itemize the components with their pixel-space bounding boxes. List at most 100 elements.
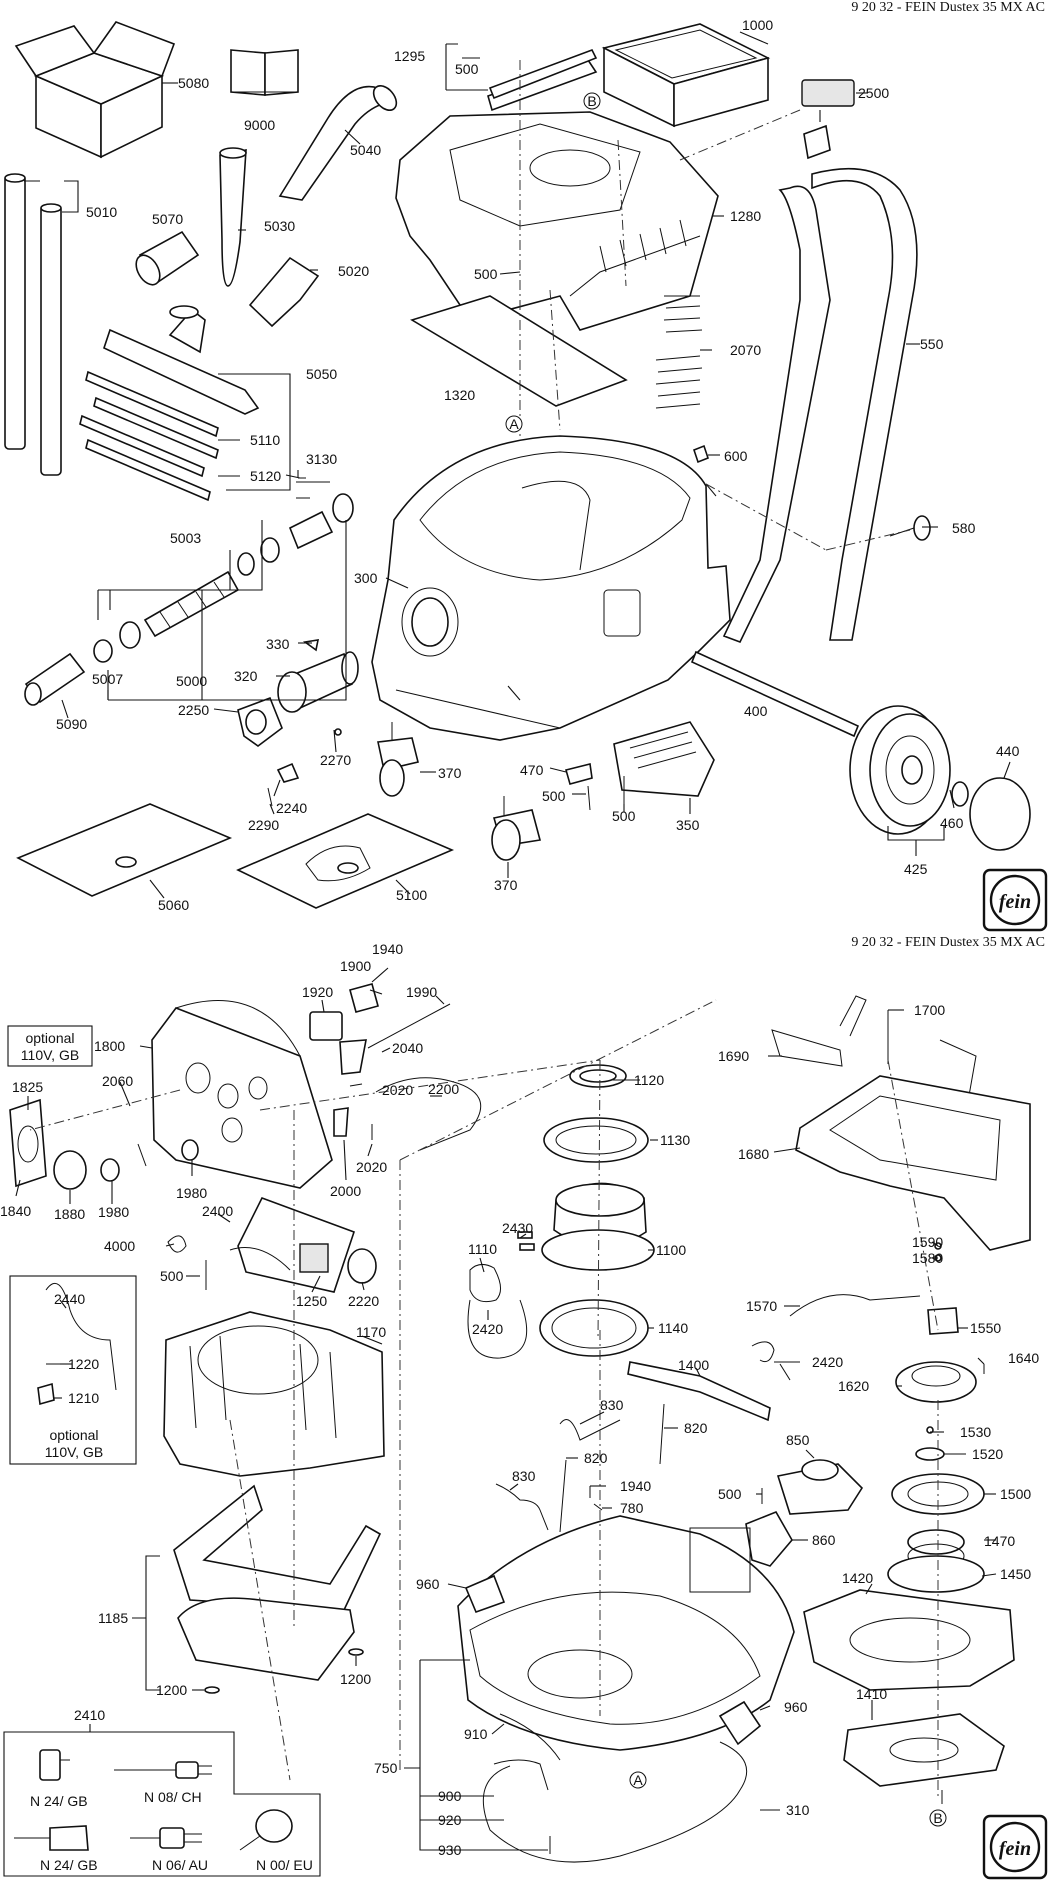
label-910: 910 (464, 1726, 488, 1742)
header-top: 9 20 32 - FEIN Dustex 35 MX AC (851, 0, 1045, 15)
label-5010: 5010 (86, 204, 117, 220)
label-1470: 1470 (984, 1533, 1015, 1549)
fein-logo-bottom: fein (982, 1814, 1048, 1880)
label-1590: 1590 (912, 1234, 943, 1250)
label-1920: 1920 (302, 984, 333, 1000)
label-2020-b: 2020 (356, 1159, 387, 1175)
label-1100: 1100 (656, 1242, 686, 1258)
label-5030: 5030 (264, 218, 295, 234)
optional-cable-kit-box (9, 1275, 137, 1465)
leader-lines (15, 31, 1011, 1851)
label-1200-a: 1200 (156, 1682, 187, 1698)
mains-plugs-drawing (14, 1749, 293, 1851)
electronics-board-drawing (167, 1197, 377, 1293)
label-830-a: 830 (600, 1397, 624, 1413)
switch-components-drawing (309, 983, 482, 1151)
label-1280: 1280 (730, 208, 761, 224)
label-1130: 1130 (660, 1132, 690, 1148)
label-425: 425 (904, 861, 928, 877)
label-2400: 2400 (202, 1203, 233, 1219)
label-820-b: 820 (584, 1450, 608, 1466)
label-1980-b: 1980 (98, 1204, 129, 1220)
label-820-a: 820 (684, 1420, 708, 1436)
label-370-b: 370 (494, 877, 518, 893)
latch-and-tray-drawing (565, 721, 715, 811)
switch-knob-drawing (9, 1098, 199, 1190)
label-1550: 1550 (970, 1320, 1001, 1336)
label-2000: 2000 (330, 1183, 361, 1199)
label-1400: 1400 (678, 1357, 709, 1373)
label-1690: 1690 (718, 1048, 749, 1064)
label-2500: 2500 (858, 85, 889, 101)
label-920: 920 (438, 1812, 462, 1828)
label-500-e: 500 (160, 1268, 184, 1284)
label-780: 780 (620, 1500, 644, 1516)
label-2430: 2430 (502, 1220, 533, 1236)
label-2290: 2290 (248, 817, 279, 833)
label-1420: 1420 (842, 1570, 873, 1586)
label-930: 930 (438, 1842, 462, 1858)
baffle-plate-drawing (410, 295, 628, 407)
label-2070: 2070 (730, 342, 761, 358)
label-1990: 1990 (406, 984, 437, 1000)
motor-housing-drawing (163, 1311, 385, 1477)
plug-label-n06-au: N 06/ AU (152, 1857, 208, 1873)
top-housing-drawing (395, 48, 719, 331)
label-1000: 1000 (742, 17, 773, 33)
label-5050: 5050 (306, 366, 337, 382)
label-1450: 1450 (1000, 1566, 1031, 1582)
marker-a-top: A (505, 415, 523, 433)
assembly-center-lines (29, 60, 939, 1800)
label-1210: 1210 (68, 1390, 99, 1406)
label-830-b: 830 (512, 1468, 536, 1484)
label-1170: 1170 (356, 1324, 386, 1340)
label-500-b: 500 (474, 266, 498, 282)
label-370-a: 370 (438, 765, 462, 781)
marker-a-bottom: A (629, 1771, 647, 1789)
label-400: 400 (744, 703, 768, 719)
label-1940-a: 1940 (372, 941, 403, 957)
label-1110: 1110 (468, 1241, 497, 1257)
label-320: 320 (234, 668, 258, 684)
label-470: 470 (520, 762, 544, 778)
svg-text:fein: fein (999, 1838, 1031, 1860)
label-2410: 2410 (74, 1707, 105, 1723)
label-960-a: 960 (416, 1576, 440, 1592)
plug-label-n08-ch: N 08/ CH (144, 1789, 202, 1805)
part-number-labels: 5080 9000 1295 500 1000 2500 5040 5010 5… (0, 17, 1039, 1858)
label-600: 600 (724, 448, 748, 464)
label-5100: 5100 (396, 887, 427, 903)
cardboard-box-drawing (14, 21, 176, 159)
motor-assembly-drawing (539, 1064, 655, 1357)
label-2270: 2270 (320, 752, 351, 768)
inlet-flap-drawing (237, 696, 342, 807)
label-1410: 1410 (856, 1686, 887, 1702)
label-5007: 5007 (92, 671, 123, 687)
label-350: 350 (676, 817, 700, 833)
cord-and-clamp-drawing (482, 1713, 748, 1863)
label-2040: 2040 (392, 1040, 423, 1056)
fein-logo-top: fein (982, 868, 1048, 932)
label-500-c: 500 (542, 788, 566, 804)
label-1700: 1700 (914, 1002, 945, 1018)
label-5110: 5110 (250, 432, 280, 448)
label-5060: 5060 (158, 897, 189, 913)
label-1980-a: 1980 (176, 1185, 207, 1201)
label-1640: 1640 (1008, 1350, 1039, 1366)
cable-hook-frame-drawing (771, 995, 1031, 1251)
label-750: 750 (374, 1760, 398, 1776)
label-5120: 5120 (250, 468, 281, 484)
hub-cap-drawing (969, 777, 1031, 851)
marker-b-bottom: B (929, 1809, 947, 1827)
label-580: 580 (952, 520, 976, 536)
dust-container-drawing (371, 435, 731, 741)
filter-housing-base-drawing (803, 1589, 1015, 1804)
hose-kit-drawing (24, 493, 354, 706)
svg-text:fein: fein (999, 891, 1031, 913)
push-handle-drawing (722, 167, 918, 644)
manual-book-drawing (230, 49, 299, 96)
filter-card-drawing (801, 79, 855, 160)
label-2200: 2200 (428, 1081, 459, 1097)
label-2440: 2440 (54, 1291, 85, 1307)
